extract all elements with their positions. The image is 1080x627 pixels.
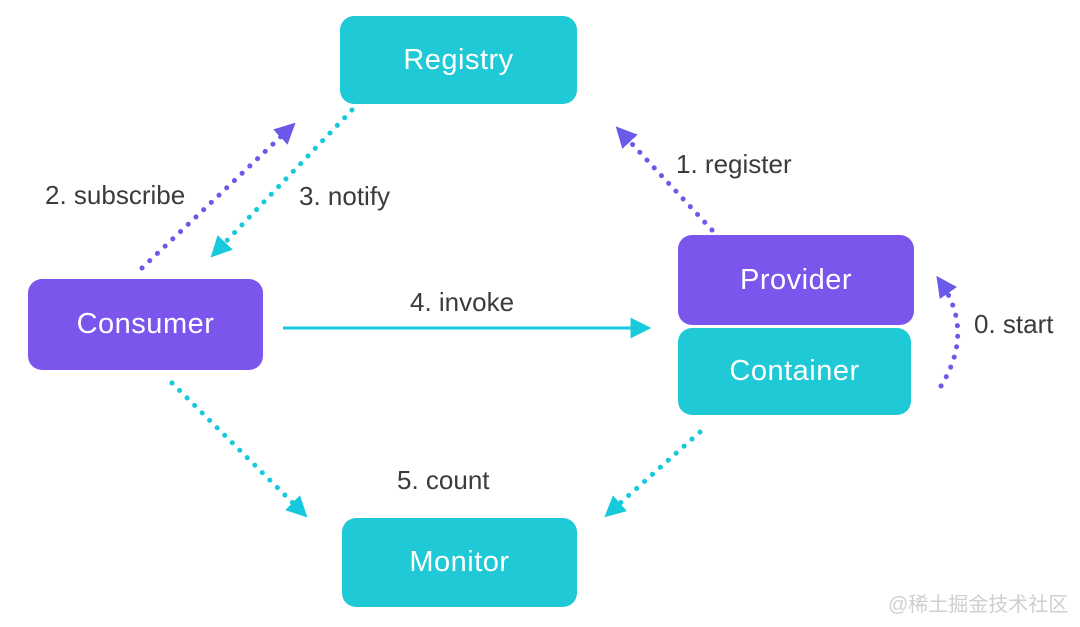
edge-notify-label: 3. notify xyxy=(299,181,391,211)
node-consumer: Consumer xyxy=(28,279,263,370)
edge-start-arrow xyxy=(936,275,961,389)
edge-count-label: 5. count xyxy=(397,465,490,495)
node-registry-label: Registry xyxy=(403,43,514,76)
node-provider-label: Provider xyxy=(740,263,852,296)
node-container-label: Container xyxy=(729,355,860,387)
edge-count-container-arrow xyxy=(604,429,703,518)
edge-count-consumer-arrow xyxy=(169,380,308,518)
edge-register-arrow xyxy=(615,126,715,233)
node-monitor: Monitor xyxy=(342,518,577,607)
edge-register-label: 1. register xyxy=(676,149,792,179)
watermark: @稀土掘金技术社区 xyxy=(888,594,1069,616)
edge-subscribe-label: 2. subscribe xyxy=(45,180,186,210)
node-container: Container xyxy=(678,328,911,415)
node-registry: Registry xyxy=(340,16,577,104)
edge-subscribe-arrow xyxy=(139,122,296,271)
edge-invoke-label: 4. invoke xyxy=(410,287,515,317)
edge-notify-arrow xyxy=(210,107,355,258)
node-consumer-label: Consumer xyxy=(76,308,215,340)
node-monitor-label: Monitor xyxy=(409,546,510,578)
edge-start-label: 0. start xyxy=(974,309,1054,339)
node-provider: Provider xyxy=(678,235,914,325)
